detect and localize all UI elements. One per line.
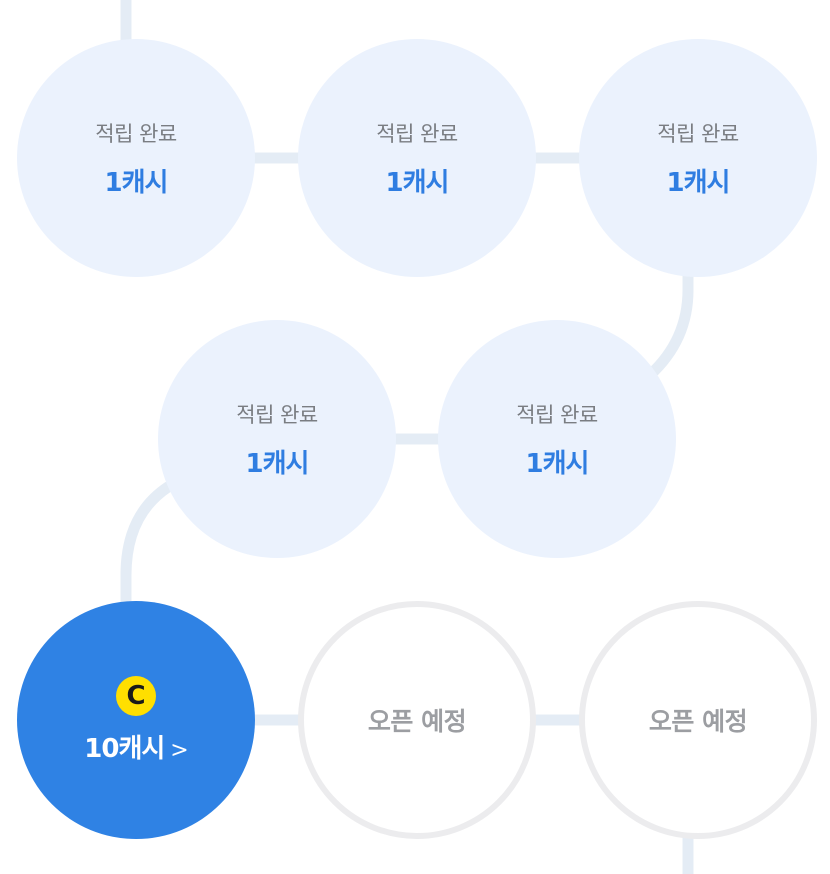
step-label: 오픈 예정: [367, 707, 467, 736]
step-completed: 적립 완료 1캐시: [298, 39, 536, 277]
connector-3-5: [644, 254, 694, 381]
step-upcoming: 오픈 예정: [579, 601, 817, 839]
step-amount: 1캐시: [245, 448, 310, 479]
step-completed: 적립 완료 1캐시: [579, 39, 817, 277]
step-label: 적립 완료: [657, 121, 739, 146]
step-completed: 적립 완료 1캐시: [17, 39, 255, 277]
step-label: 적립 완료: [236, 402, 318, 427]
step-upcoming: 오픈 예정: [298, 601, 536, 839]
current-reward-button[interactable]: C 10캐시>: [17, 601, 255, 839]
step-amount: 10캐시: [84, 733, 165, 764]
step-completed: 적립 완료 1캐시: [158, 320, 396, 558]
reward-amount-row: 10캐시>: [84, 728, 188, 765]
step-amount: 1캐시: [666, 167, 731, 198]
step-label: 적립 완료: [376, 121, 458, 146]
step-amount: 1캐시: [525, 448, 590, 479]
step-completed: 적립 완료 1캐시: [438, 320, 676, 558]
cash-coin-icon: C: [116, 675, 156, 716]
step-amount: 1캐시: [104, 167, 169, 198]
step-label: 적립 완료: [516, 402, 598, 427]
step-label: 적립 완료: [95, 121, 177, 146]
connector-4-6: [120, 481, 174, 616]
step-label: 오픈 예정: [648, 707, 748, 736]
chevron-right-icon: >: [170, 737, 188, 763]
step-amount: 1캐시: [385, 167, 450, 198]
